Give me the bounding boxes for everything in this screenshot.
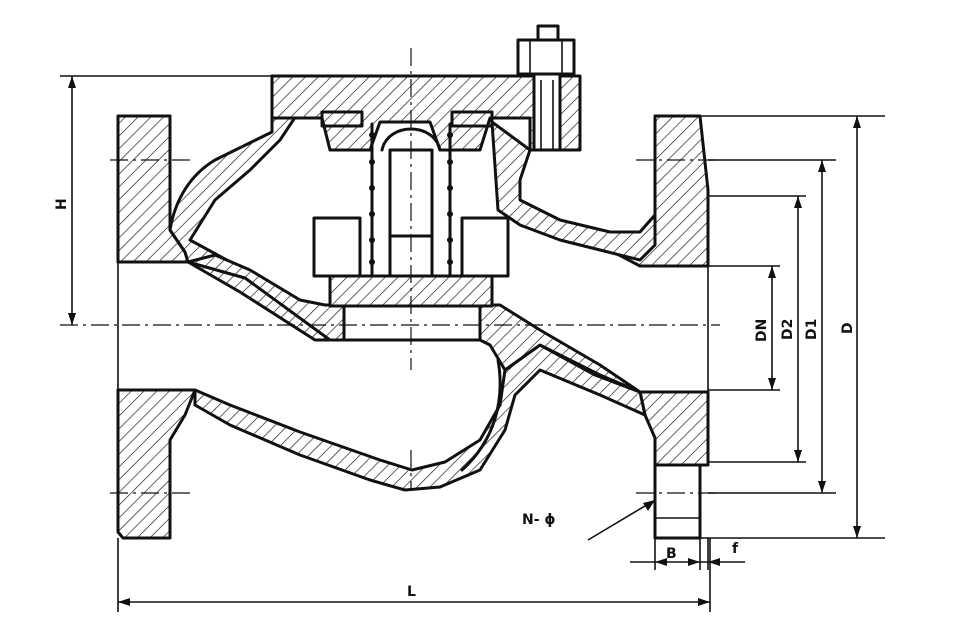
bolt-tip xyxy=(536,24,560,42)
right-flange-lower xyxy=(638,390,710,467)
dimensions: H L DN D2 D1 D xyxy=(54,75,885,612)
left-flange-lower xyxy=(116,388,197,540)
lower-body xyxy=(193,343,647,492)
bonnet-bolt xyxy=(516,24,576,152)
dim-label-L: L xyxy=(407,584,416,600)
dim-label-H: H xyxy=(54,198,70,210)
lower-cavity-curve xyxy=(460,358,502,472)
spring-seat-right xyxy=(450,110,494,128)
valve-body xyxy=(116,74,710,540)
right-flange-bolt-section xyxy=(653,463,702,540)
guide-right xyxy=(460,216,510,278)
dim-label-B: B xyxy=(666,546,677,562)
bolt-holes-label: N- ϕ xyxy=(522,512,556,528)
disc-seat-face xyxy=(342,304,482,342)
center-lines xyxy=(60,48,720,494)
guide-left xyxy=(312,216,362,278)
dim-label-D2: D2 xyxy=(780,319,796,340)
spring xyxy=(369,122,453,278)
spring-seat-left xyxy=(320,110,364,128)
dim-label-D: D xyxy=(840,322,856,334)
bonnet-dome xyxy=(380,127,442,152)
dim-label-f: f xyxy=(732,541,739,557)
bolt-nut xyxy=(516,38,576,76)
dim-label-D1: D1 xyxy=(804,319,820,340)
dim-label-DN: DN xyxy=(754,319,770,342)
seat-right xyxy=(478,303,642,394)
